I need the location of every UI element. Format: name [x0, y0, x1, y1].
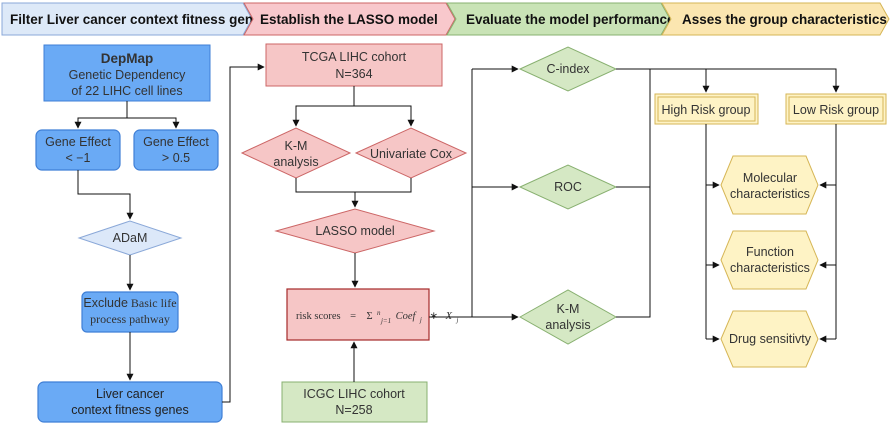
- risk-scores-equals: =: [350, 311, 356, 322]
- stage-label-assess: Asses the group characteristics: [682, 12, 887, 27]
- cindex-label: C-index: [546, 62, 590, 76]
- edge-depmap-to-gene-high: [127, 117, 180, 129]
- edge-liver-to-tcga: [222, 63, 265, 403]
- risk-scores-sum-lower: j=1: [380, 317, 391, 325]
- edge-km-cox-join: [295, 178, 412, 193]
- risk-scores-coef: Coef: [396, 311, 418, 322]
- edge-evaluate-merge: [616, 68, 651, 318]
- node-gene-effect-high: Gene Effect > 0.5: [133, 129, 219, 171]
- gene-effect-low-line1: Gene Effect: [45, 135, 111, 149]
- edge-depmap-to-gene-low: [74, 101, 128, 129]
- node-lasso-model: LASSO model: [274, 208, 436, 254]
- stage-label-filter: Filter Liver cancer context fitness gene…: [10, 12, 268, 27]
- adam-label: ADaM: [113, 231, 148, 245]
- edge-to-low-risk: [650, 68, 840, 93]
- tcga-line2: N=364: [335, 67, 372, 81]
- stage-label-evaluate: Evaluate the model performance: [466, 12, 675, 27]
- univariate-cox-label: Univariate Cox: [370, 147, 453, 161]
- low-risk-label: Low Risk group: [793, 103, 879, 117]
- function-line1: Function: [746, 245, 794, 259]
- function-line2: characteristics: [730, 261, 810, 275]
- edges: [74, 63, 840, 403]
- node-high-risk: High Risk group: [654, 93, 759, 125]
- node-cindex: C-index: [518, 46, 618, 92]
- gene-effect-low-line2: < −1: [65, 151, 90, 165]
- node-molecular: Molecular characteristics: [720, 155, 819, 215]
- node-risk-scores: risk scores = Σ n j=1 Coef j ∗ X j: [286, 288, 458, 341]
- exclude-line2: process pathway: [90, 312, 170, 326]
- node-km-analysis-left: K-M analysis: [240, 127, 352, 179]
- liver-genes-line2: context fitness genes: [71, 403, 188, 417]
- risk-scores-coef-sub: j: [419, 316, 422, 324]
- risk-scores-text: risk scores: [296, 311, 341, 322]
- edge-gene-low-to-adam: [77, 170, 134, 220]
- icgc-line1: ICGC LIHC cohort: [303, 387, 405, 401]
- node-liver-genes: Liver cancer context fitness genes: [37, 381, 223, 423]
- node-km-analysis-right: K-M analysis: [518, 289, 618, 345]
- km-right-line1: K-M: [557, 302, 580, 316]
- node-gene-effect-low: Gene Effect < −1: [35, 129, 121, 171]
- stage-banner-lasso: Establish the LASSO model: [243, 2, 456, 36]
- lasso-model-label: LASSO model: [315, 224, 394, 238]
- depmap-line1: Genetic Dependency: [69, 68, 186, 82]
- tcga-line1: TCGA LIHC cohort: [302, 50, 407, 64]
- risk-scores-x-sub: j: [455, 316, 458, 324]
- molecular-line1: Molecular: [743, 171, 797, 185]
- stage-banner-assess: Asses the group characteristics: [661, 2, 890, 36]
- depmap-line2: of 22 LIHC cell lines: [71, 84, 182, 98]
- node-function: Function characteristics: [720, 230, 819, 290]
- molecular-line2: characteristics: [730, 187, 810, 201]
- depmap-title: DepMap: [101, 51, 154, 66]
- km-left-line1: K-M: [285, 139, 308, 153]
- km-left-line2: analysis: [273, 155, 318, 169]
- stage-banner-evaluate: Evaluate the model performance: [446, 2, 675, 36]
- node-univariate-cox: Univariate Cox: [354, 127, 468, 179]
- drug-label: Drug sensitivty: [729, 332, 812, 346]
- node-adam: ADaM: [77, 220, 183, 256]
- exclude-word: Exclude: [83, 296, 128, 310]
- node-icgc: ICGC LIHC cohort N=258: [281, 381, 428, 423]
- node-drug: Drug sensitivty: [720, 310, 819, 368]
- km-right-line2: analysis: [545, 318, 590, 332]
- risk-scores-sum-upper: n: [377, 309, 381, 317]
- liver-genes-line1: Liver cancer: [96, 387, 164, 401]
- node-depmap: DepMap Genetic Dependency of 22 LIHC cel…: [43, 44, 211, 102]
- gene-effect-high-line2: > 0.5: [162, 151, 190, 165]
- icgc-line2: N=258: [335, 403, 372, 417]
- stage-banner-filter: Filter Liver cancer context fitness gene…: [1, 2, 268, 36]
- node-low-risk: Low Risk group: [785, 93, 887, 125]
- gene-effect-high-line1: Gene Effect: [143, 135, 209, 149]
- node-tcga: TCGA LIHC cohort N=364: [265, 43, 443, 87]
- edge-tcga-to-cox: [354, 105, 415, 127]
- stage-label-lasso: Establish the LASSO model: [260, 12, 438, 27]
- roc-label: ROC: [554, 180, 582, 194]
- edge-tcga-to-km: [292, 86, 355, 127]
- high-risk-label: High Risk group: [662, 103, 751, 117]
- node-roc: ROC: [518, 164, 618, 210]
- exclude-basic-life: Basic life: [131, 296, 177, 310]
- risk-scores-sigma: Σ: [366, 311, 372, 322]
